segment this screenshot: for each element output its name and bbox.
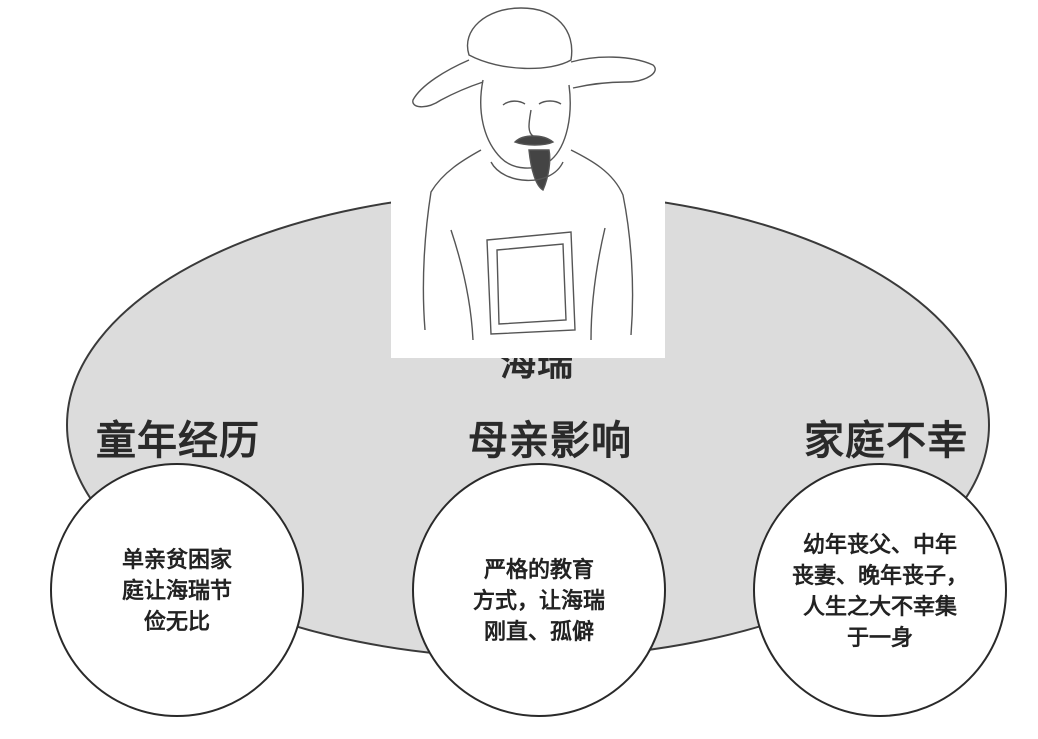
text-misfortune-line: 丧妻、晚年丧子，: [791, 563, 968, 589]
text-childhood-line: 庭让海瑞节: [121, 578, 232, 604]
hai-rui-portrait-icon: [391, 0, 665, 358]
heading-mother: 母亲影响: [468, 417, 632, 464]
text-childhood-line: 俭无比: [143, 609, 210, 635]
text-misfortune-line: 于一身: [846, 625, 913, 651]
text-misfortune-line: 幼年丧父、中年: [802, 532, 957, 558]
text-misfortune: 幼年丧父、中年 丧妻、晚年丧子， 人生之大不幸集 于一身: [770, 530, 990, 654]
text-childhood: 单亲贫困家 庭让海瑞节 俭无比: [87, 545, 267, 638]
text-mother-line: 严格的教育: [483, 557, 594, 583]
text-childhood-line: 单亲贫困家: [121, 547, 232, 573]
text-mother-line: 刚直、孤僻: [483, 619, 594, 645]
circle-childhood: [50, 463, 304, 717]
portrait-drawing: [412, 7, 656, 341]
circle-misfortune: [753, 463, 1007, 717]
circle-mother: [412, 463, 666, 717]
text-misfortune-line: 人生之大不幸集: [802, 594, 957, 620]
heading-misfortune: 家庭不幸: [804, 417, 968, 464]
heading-childhood: 童年经历: [96, 417, 260, 464]
text-mother: 严格的教育 方式，让海瑞 刚直、孤僻: [444, 555, 634, 648]
text-mother-line: 方式，让海瑞: [472, 588, 605, 614]
